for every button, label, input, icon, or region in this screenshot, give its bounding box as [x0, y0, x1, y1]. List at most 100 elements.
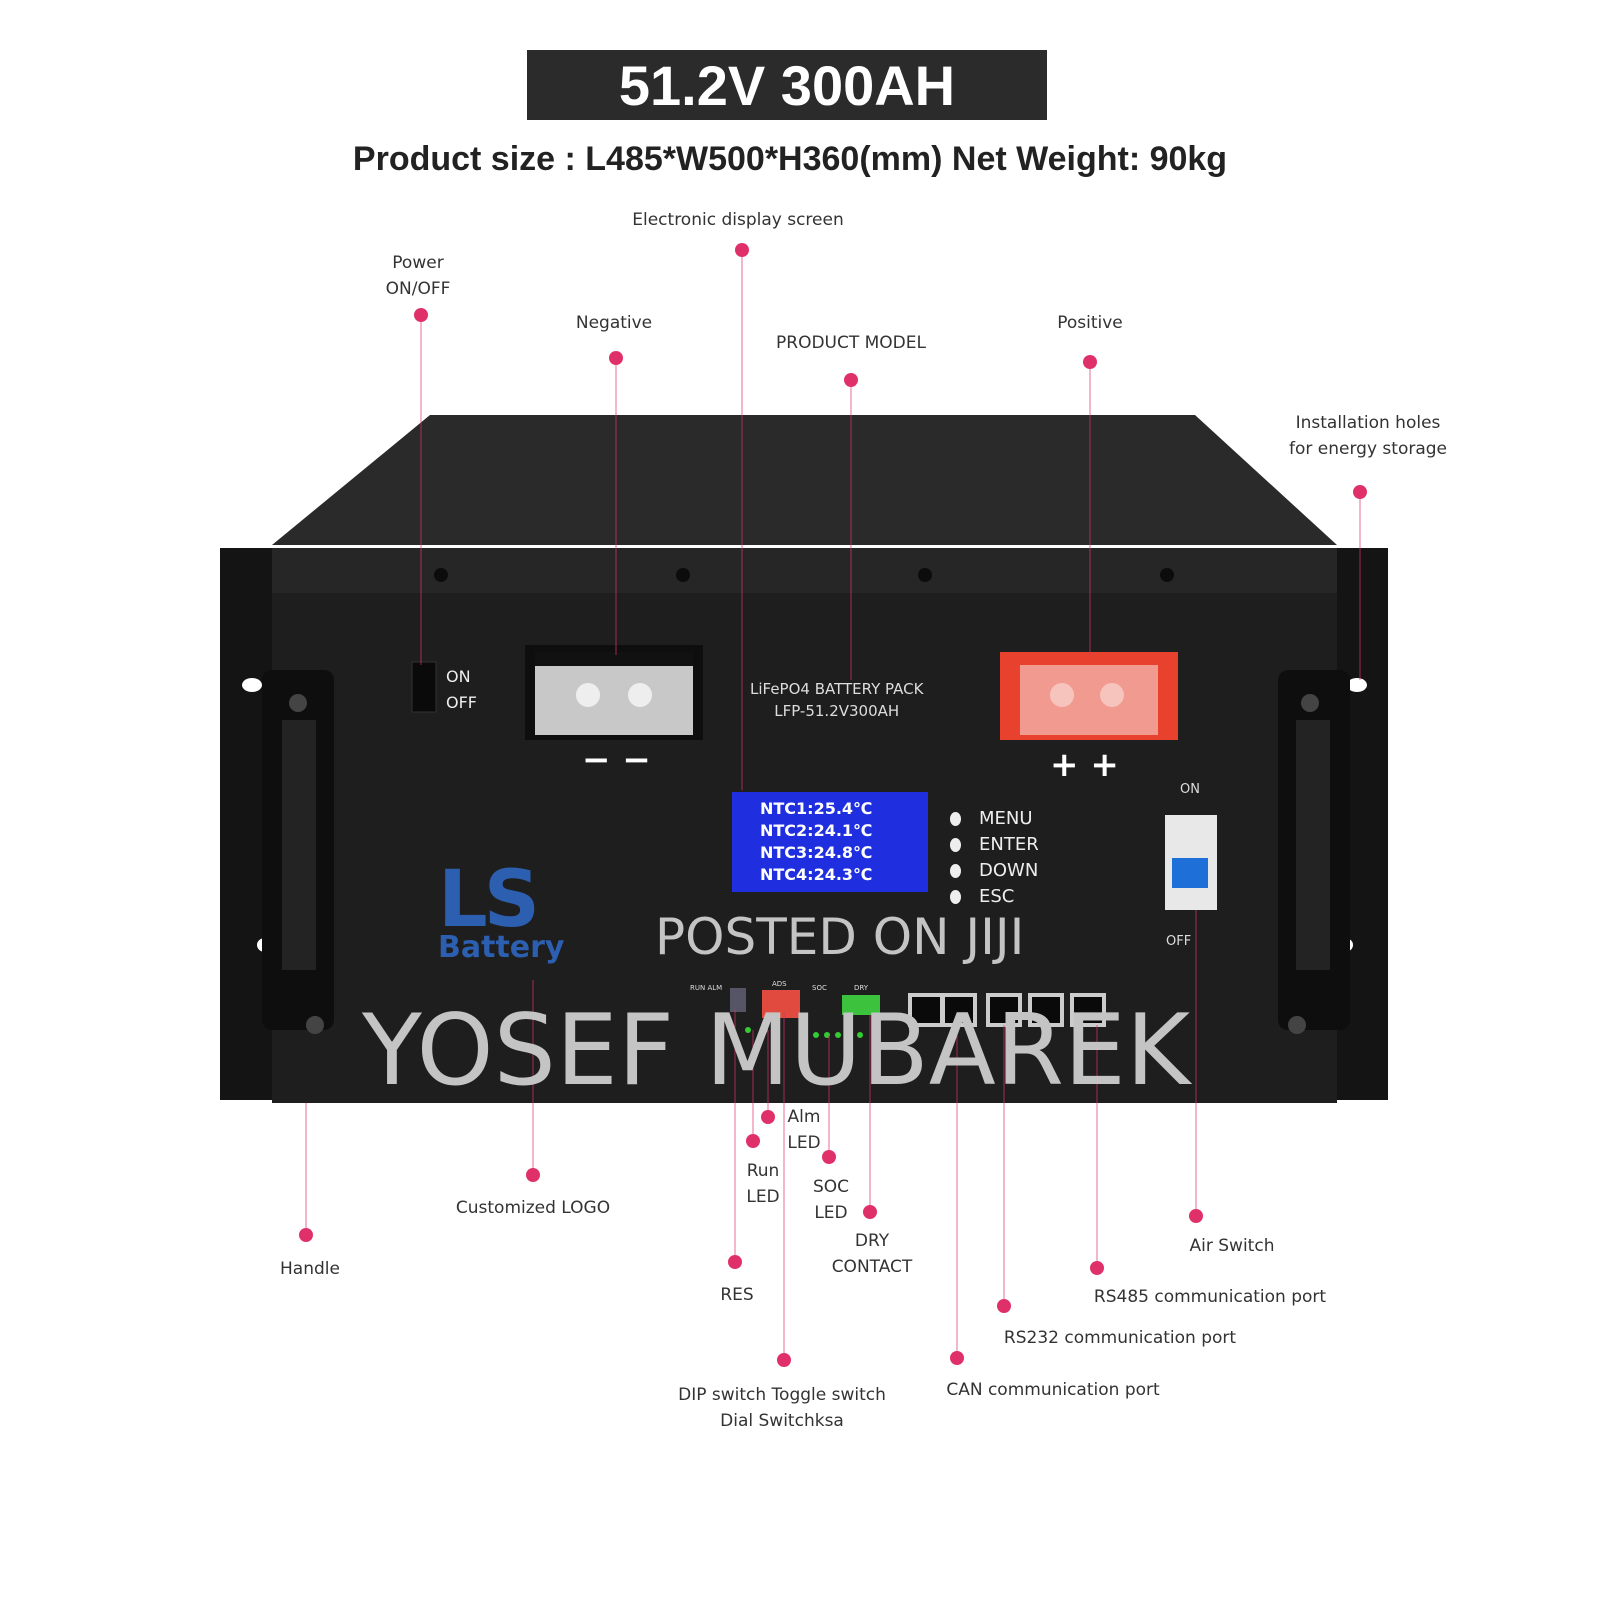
annotation-dot [950, 1351, 964, 1365]
switch-labels: ON OFF [446, 664, 477, 716]
watermark-name: YOSEF MUBAREK [362, 994, 1191, 1108]
annotation-text: Dial Switchksa [720, 1411, 844, 1431]
annotation-dot [609, 351, 623, 365]
annotation-text: Negative [575, 313, 653, 333]
annotation-text: LED [814, 1203, 848, 1223]
product-title: 51.2V 300AH [527, 50, 1047, 120]
comm-ports [908, 993, 1106, 1027]
annotation-dot [414, 308, 428, 322]
button-label: MENU [979, 808, 1033, 829]
right-handle [1278, 670, 1350, 1034]
annotation-text: LED [746, 1187, 780, 1207]
menu-button[interactable]: MENU [950, 808, 1033, 829]
annotation-dot [746, 1134, 760, 1148]
annotation-model: PRODUCT MODEL [776, 330, 926, 356]
lcd-line: NTC3:24.8℃ [760, 843, 873, 862]
top-strip [272, 548, 1337, 593]
model-line-2: LFP-51.2V300AH [774, 702, 900, 720]
annotation-text: Customized LOGO [455, 1198, 611, 1218]
annotation-rs485: RS485 communication port [1094, 1284, 1326, 1310]
annotation-air: Air Switch [1190, 1233, 1275, 1259]
soc-label: SOC [812, 984, 827, 992]
annotation-text: Run [746, 1161, 780, 1181]
run-led [745, 1027, 751, 1033]
annotation-text: Electronic display screen [632, 210, 844, 230]
annotation-positive: Positive [1057, 310, 1123, 336]
alm-led [762, 1027, 768, 1033]
annotation-text: CONTACT [831, 1257, 913, 1277]
dry-label: DRY [854, 984, 869, 992]
ls-battery-logo: LS Battery [438, 861, 565, 965]
annotation-text: RES [720, 1285, 754, 1305]
annotation-text: RS232 communication port [1003, 1328, 1237, 1348]
annotation-dot [1090, 1261, 1104, 1275]
annotation-text: Handle [280, 1259, 340, 1279]
annotation-text: DRY [854, 1231, 890, 1251]
positive-marks: + + [1050, 745, 1119, 785]
lcd-display: NTC1:25.4℃ NTC2:24.1℃ NTC3:24.8℃ NTC4:24… [732, 792, 928, 892]
button-label: DOWN [979, 860, 1039, 881]
annotation-text: PRODUCT MODEL [776, 333, 926, 353]
dip-switch [762, 990, 800, 1018]
annotation-dot [997, 1299, 1011, 1313]
button-dot-icon [950, 811, 961, 826]
annotation-dot [299, 1228, 313, 1242]
annotation-dot [1083, 355, 1097, 369]
button-dot-icon [950, 837, 961, 852]
power-switch [411, 661, 437, 713]
annotation-res: RES [720, 1282, 753, 1308]
annotation-text: SOC [812, 1177, 850, 1197]
annotation-text: Air Switch [1189, 1236, 1275, 1256]
enter-button[interactable]: ENTER [950, 834, 1039, 855]
run-alm-label: RUN ALM [690, 984, 723, 992]
annotation-text: Positive [1057, 313, 1123, 333]
annotation-dot [735, 243, 749, 257]
annotation-text: Installation holes [1295, 413, 1441, 433]
annotation-dot [1189, 1209, 1203, 1223]
annotation-can: CAN communication port [946, 1377, 1159, 1403]
air-switch [1165, 815, 1217, 910]
annotation-text: CAN communication port [946, 1380, 1160, 1400]
watermark-posted: POSTED ON JIJI [655, 908, 1025, 966]
ads-label: ADS [772, 980, 787, 988]
annotation-negative: Negative [576, 310, 652, 336]
annotation-soc: SOC LED [813, 1174, 849, 1226]
model-line-1: LiFePO4 BATTERY PACK [750, 680, 924, 698]
annotation-text: Power [392, 253, 444, 273]
annotation-text: LED [787, 1133, 821, 1153]
annotation-dot [863, 1205, 877, 1219]
annotation-dot [822, 1150, 836, 1164]
dry-contact [842, 995, 880, 1015]
annotation-dot [1353, 485, 1367, 499]
button-label: ENTER [979, 834, 1039, 855]
annotation-text: RS485 communication port [1093, 1287, 1327, 1307]
annotation-text: for energy storage [1289, 439, 1447, 459]
annotation-dot [777, 1353, 791, 1367]
lcd-line: NTC4:24.3℃ [760, 865, 873, 884]
annotation-dot [526, 1168, 540, 1182]
annotation-text: ON/OFF [385, 279, 451, 299]
battery-top [272, 415, 1337, 545]
esc-button[interactable]: ESC [950, 886, 1014, 907]
annotation-display: Electronic display screen [632, 207, 843, 233]
annotation-lines [299, 243, 1367, 1367]
annotation-text: Alm [787, 1107, 821, 1127]
bottom-panel [730, 988, 1106, 1038]
annotation-handle: Handle [280, 1256, 340, 1282]
air-switch-on-label: ON [1180, 782, 1200, 797]
down-button[interactable]: DOWN [950, 860, 1038, 881]
res-button [730, 988, 746, 1012]
lcd-line: NTC1:25.4℃ [760, 799, 873, 818]
switch-on-label: ON [446, 667, 471, 686]
annotation-install: Installation holes for energy storage [1289, 410, 1447, 462]
logo-battery: Battery [438, 930, 565, 965]
product-model-text: LiFePO4 BATTERY PACK LFP-51.2V300AH [750, 678, 923, 722]
annotation-text: DIP switch Toggle switch [678, 1385, 886, 1405]
left-handle [262, 670, 334, 1034]
annotation-rs232: RS232 communication port [1004, 1325, 1236, 1351]
positive-terminal [1000, 652, 1178, 740]
negative-terminal [525, 645, 703, 740]
